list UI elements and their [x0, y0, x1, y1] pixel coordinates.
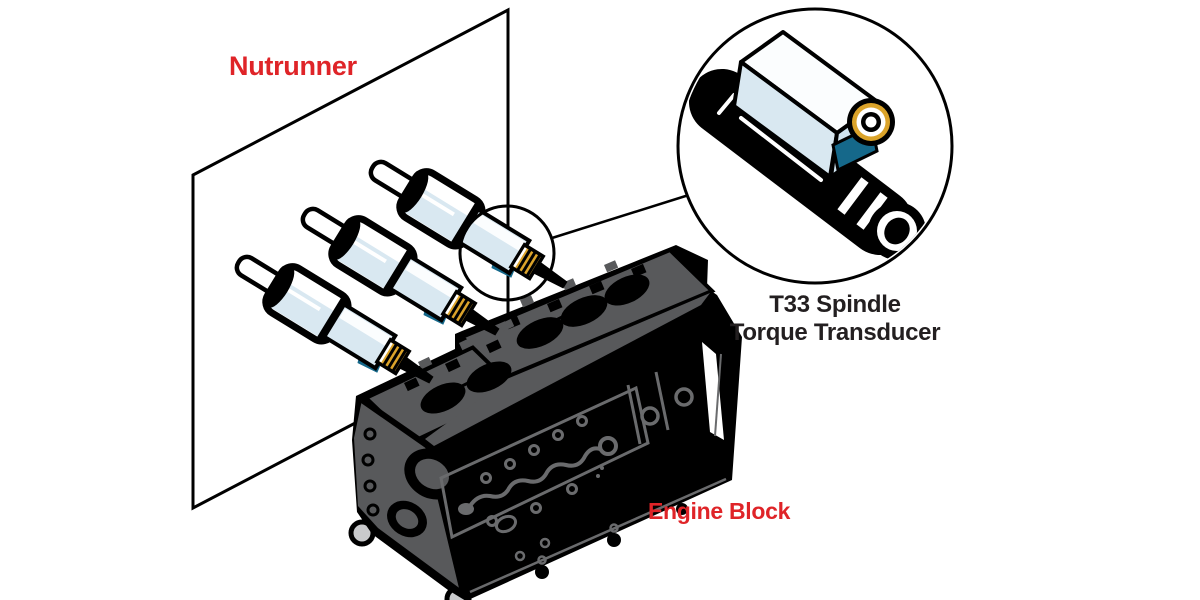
- left-face-bolts: [361, 427, 380, 517]
- detail-callout: [458, 7, 954, 302]
- transducer-magnified: [689, 30, 926, 260]
- callout-caption-line1: T33 Spindle: [769, 291, 901, 318]
- callout-source-circle: [458, 204, 556, 302]
- transducer-connector-ring: [847, 98, 895, 146]
- cylinder-deck: [362, 247, 716, 446]
- deck-tabs: [418, 260, 619, 370]
- cylinder-bores: [420, 274, 650, 414]
- engine-front-face: [439, 371, 727, 594]
- callout-caption-line2: Torque Transducer: [729, 319, 941, 346]
- coolant-passage-line: [468, 446, 601, 508]
- bottom-bump: [676, 503, 688, 515]
- callout-leader-line: [551, 192, 693, 240]
- bottom-bump: [607, 533, 621, 547]
- engine-block: [348, 245, 742, 600]
- engine-block-label: Engine Block: [648, 498, 791, 524]
- callout-caption: T33 Spindle Torque Transducer: [705, 291, 965, 347]
- bottom-bump: [535, 565, 549, 579]
- gasket-bolt-holes: [480, 415, 619, 565]
- engine-left-face: [354, 397, 466, 593]
- lifting-bracket: [702, 342, 724, 440]
- nutrunner-label: Nutrunner: [229, 51, 357, 81]
